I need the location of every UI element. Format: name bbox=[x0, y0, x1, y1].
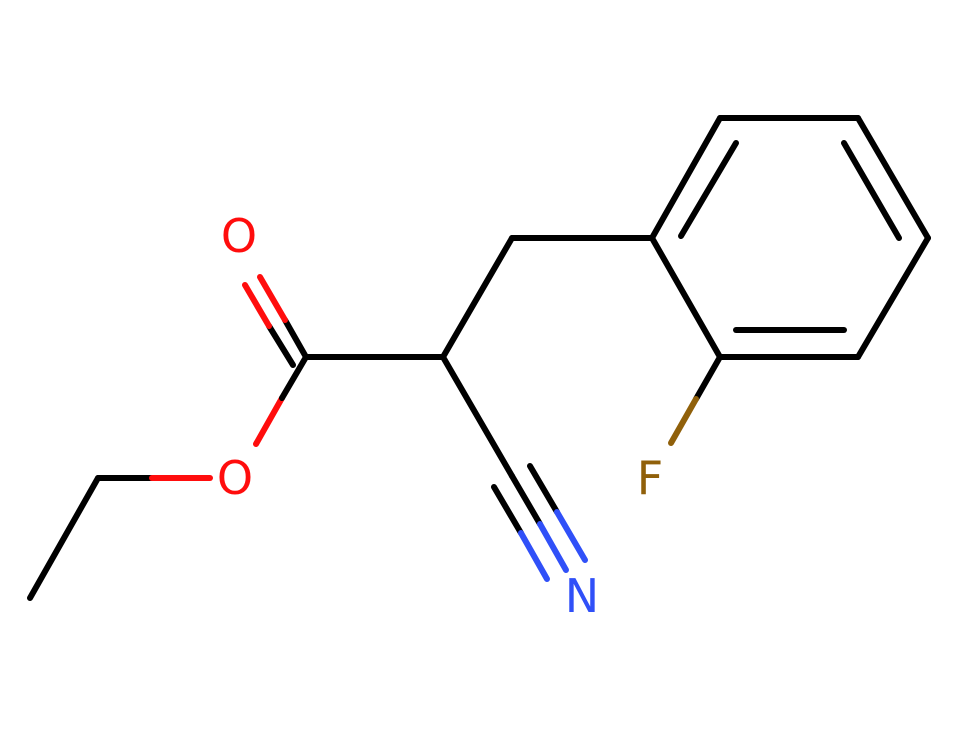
ring-bond-3-inner bbox=[841, 140, 902, 241]
bond-ethyl-ch3-ch2 bbox=[27, 475, 101, 601]
bond-c-o-double-2-black bbox=[266, 323, 296, 368]
bond-alpha-c-ch2 bbox=[440, 235, 515, 360]
ring-bond-3 bbox=[855, 115, 931, 241]
ring-bond-4 bbox=[855, 235, 931, 360]
bond-triple-1-black bbox=[509, 473, 543, 527]
carbonyl-oxygen-label: O bbox=[221, 209, 257, 263]
bonds bbox=[27, 115, 931, 601]
bond-triple-2-black bbox=[491, 484, 524, 536]
bond-c-f-black bbox=[693, 354, 723, 402]
bond-o-carbonyl-c-red bbox=[253, 395, 285, 447]
bond-triple-3-black bbox=[527, 463, 560, 515]
bond-c-o-double-1-black bbox=[282, 317, 309, 360]
ring-bond-6 bbox=[649, 235, 723, 360]
bond-triple-1-blue bbox=[537, 521, 569, 573]
bond-triple-3-blue bbox=[554, 509, 588, 563]
ring-bond-1 bbox=[649, 115, 723, 241]
fluorine-label: F bbox=[637, 451, 663, 505]
bond-c-o-double-2-red bbox=[242, 282, 272, 329]
bond-c-o-double-1-red bbox=[257, 274, 288, 323]
atom-labels: O O N F bbox=[217, 209, 663, 623]
bond-c-f-gold bbox=[668, 396, 699, 446]
ring-bond-1-inner bbox=[678, 140, 739, 239]
bond-o-carbonyl-c-black bbox=[279, 354, 309, 401]
bond-triple-2-blue bbox=[518, 530, 550, 582]
bond-alpha-c-nitrile-c bbox=[440, 354, 515, 479]
ester-oxygen-label: O bbox=[217, 451, 253, 505]
nitrile-nitrogen-label: N bbox=[565, 569, 599, 623]
